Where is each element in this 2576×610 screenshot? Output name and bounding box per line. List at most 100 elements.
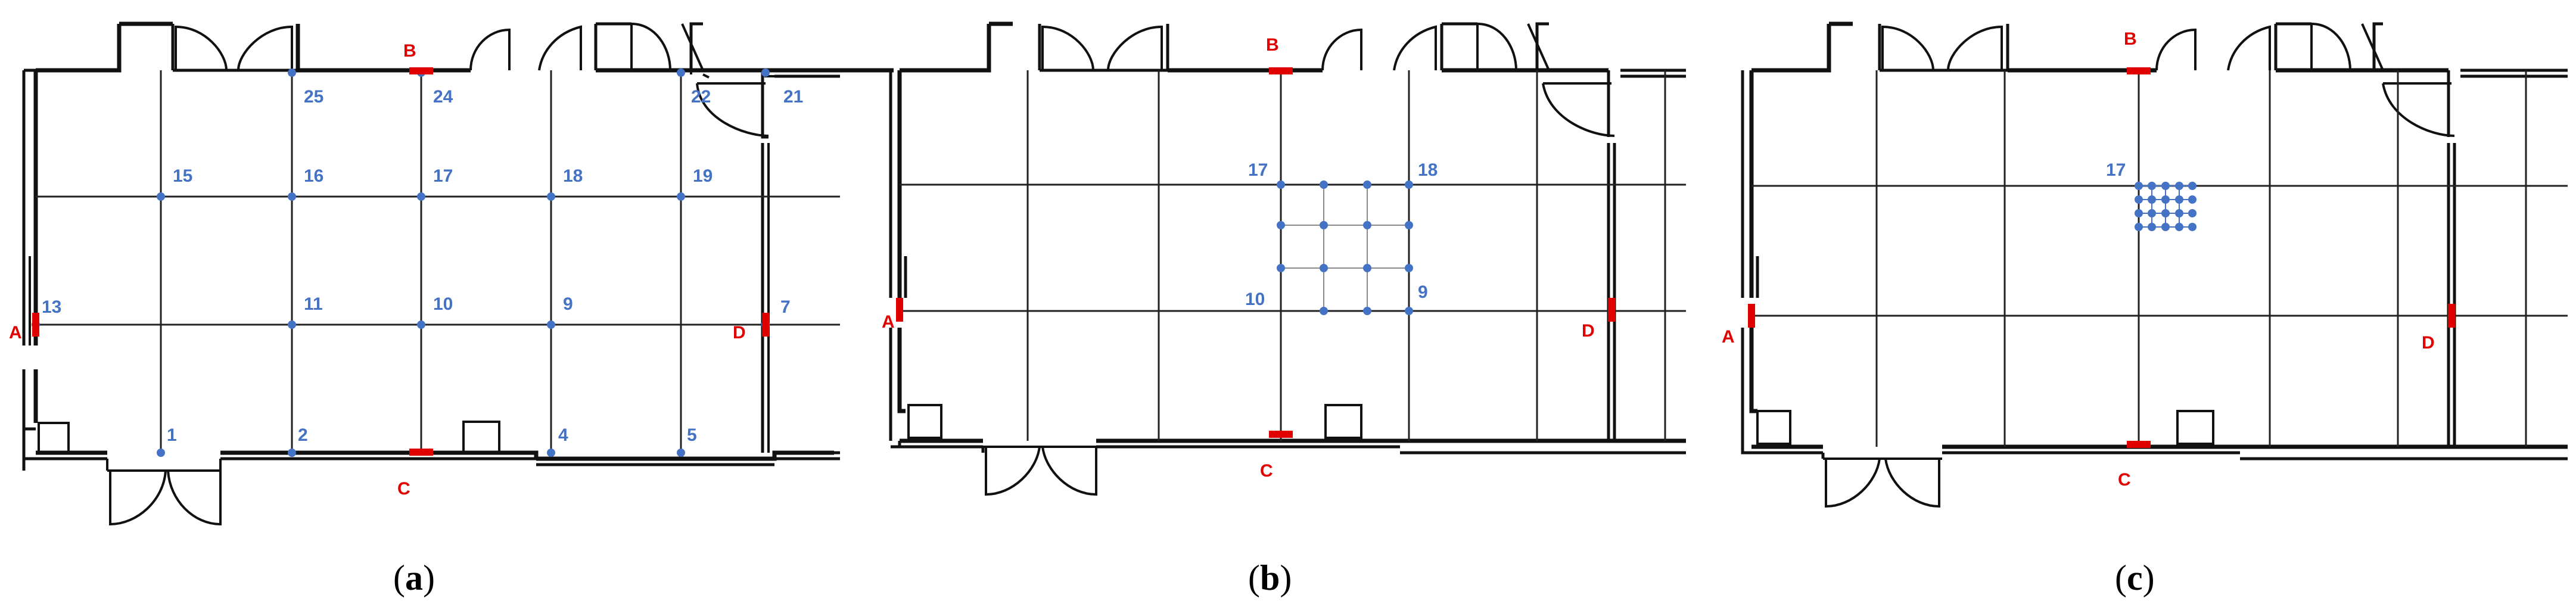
floorplan-walls bbox=[33, 21, 894, 461]
point-19 bbox=[677, 192, 685, 201]
point bbox=[1405, 221, 1413, 229]
point-label: 24 bbox=[433, 87, 453, 107]
point-17 bbox=[417, 192, 425, 201]
point bbox=[1405, 307, 1413, 315]
measurement-grid bbox=[1751, 70, 2568, 447]
point-label: 17 bbox=[2106, 160, 2126, 180]
point-4 bbox=[547, 449, 555, 457]
ref-marker-c bbox=[2127, 441, 2151, 448]
ref-marker-d bbox=[1608, 298, 1615, 322]
point bbox=[1363, 180, 1371, 189]
point-label: 5 bbox=[687, 425, 697, 445]
measurement-points bbox=[2135, 182, 2197, 231]
ref-marker-c bbox=[409, 449, 433, 456]
point bbox=[2148, 209, 2156, 217]
panel-label-b: (b) bbox=[1248, 558, 1292, 597]
point-18 bbox=[547, 192, 555, 201]
ref-label-b: B bbox=[2124, 29, 2137, 49]
point bbox=[1277, 180, 1285, 189]
point-10 bbox=[417, 320, 425, 329]
point bbox=[1277, 221, 1285, 229]
point bbox=[2135, 223, 2143, 231]
reference-markers bbox=[32, 67, 769, 456]
measurement-points bbox=[1277, 180, 1413, 315]
point bbox=[2175, 195, 2183, 204]
panel-a: 25 24 22 21 15 16 17 18 19 13 11 10 9 7 … bbox=[9, 21, 894, 597]
point bbox=[2175, 182, 2183, 190]
point bbox=[1363, 221, 1371, 229]
ref-label-a: A bbox=[882, 312, 895, 332]
point bbox=[2161, 223, 2170, 231]
point bbox=[2188, 209, 2197, 217]
panel-c: 17 A B C D (c) bbox=[1722, 21, 2568, 597]
point bbox=[2188, 182, 2197, 190]
panel-label-a: (a) bbox=[393, 558, 435, 597]
ref-marker-d bbox=[2448, 304, 2455, 328]
point-label: 11 bbox=[304, 294, 323, 314]
point-label: 1 bbox=[167, 425, 177, 445]
point-11 bbox=[288, 320, 296, 329]
ref-label-b: B bbox=[1266, 35, 1279, 55]
point bbox=[2188, 223, 2197, 231]
point-9 bbox=[547, 320, 555, 329]
ref-label-c: C bbox=[1260, 461, 1273, 481]
fine-grid bbox=[2139, 185, 2192, 228]
point bbox=[2161, 182, 2170, 190]
point-label: 18 bbox=[1418, 160, 1438, 180]
measurement-grid bbox=[900, 70, 1686, 441]
point-16 bbox=[288, 192, 296, 201]
point-label: 19 bbox=[693, 166, 713, 186]
point bbox=[1363, 264, 1371, 272]
point bbox=[1320, 180, 1328, 189]
point bbox=[2135, 209, 2143, 217]
point-label: 21 bbox=[783, 87, 803, 107]
ref-label-b: B bbox=[403, 41, 416, 61]
point bbox=[1277, 264, 1285, 272]
ref-marker-c bbox=[1269, 431, 1293, 438]
point bbox=[1405, 264, 1413, 272]
ref-marker-a bbox=[896, 298, 903, 322]
fine-grid bbox=[1281, 185, 1409, 311]
point-label: 10 bbox=[433, 294, 453, 314]
point-label: 2 bbox=[298, 425, 308, 445]
point bbox=[1363, 307, 1371, 315]
point bbox=[2161, 209, 2170, 217]
point bbox=[2161, 195, 2170, 204]
point-label: 17 bbox=[433, 166, 453, 186]
ref-marker-a bbox=[1748, 304, 1755, 328]
ref-label-d: D bbox=[2422, 333, 2435, 353]
point-25 bbox=[288, 69, 296, 77]
panel-label-c: (c) bbox=[2115, 558, 2155, 597]
point bbox=[2175, 223, 2183, 231]
point-labels: 25 24 22 21 15 16 17 18 19 13 11 10 9 7 … bbox=[42, 87, 803, 445]
point-5 bbox=[677, 449, 685, 457]
point bbox=[2148, 195, 2156, 204]
ref-label-a: A bbox=[1722, 327, 1735, 347]
measurement-grid bbox=[36, 70, 840, 456]
ref-label-d: D bbox=[1582, 321, 1595, 341]
measurement-points bbox=[32, 69, 770, 457]
point-label: 16 bbox=[304, 166, 323, 186]
ref-marker-b bbox=[409, 67, 433, 74]
point bbox=[1320, 264, 1328, 272]
point-label: 9 bbox=[563, 294, 573, 314]
point-label: 25 bbox=[304, 87, 323, 107]
point bbox=[2175, 209, 2183, 217]
point-label: 7 bbox=[780, 297, 791, 317]
ref-marker-b bbox=[2127, 67, 2151, 74]
point bbox=[2135, 195, 2143, 204]
point bbox=[1320, 307, 1328, 315]
point-label: 22 bbox=[691, 87, 711, 107]
point-1 bbox=[157, 449, 165, 457]
point bbox=[2188, 195, 2197, 204]
point-21 bbox=[761, 69, 770, 77]
ref-marker-b bbox=[1269, 67, 1293, 74]
point-15 bbox=[157, 192, 165, 201]
ref-label-a: A bbox=[9, 323, 22, 343]
ref-label-c: C bbox=[2118, 470, 2131, 490]
point-label: 17 bbox=[1248, 160, 1268, 180]
point-label: 10 bbox=[1245, 290, 1265, 309]
point bbox=[1405, 180, 1413, 189]
point-label: 18 bbox=[563, 166, 583, 186]
